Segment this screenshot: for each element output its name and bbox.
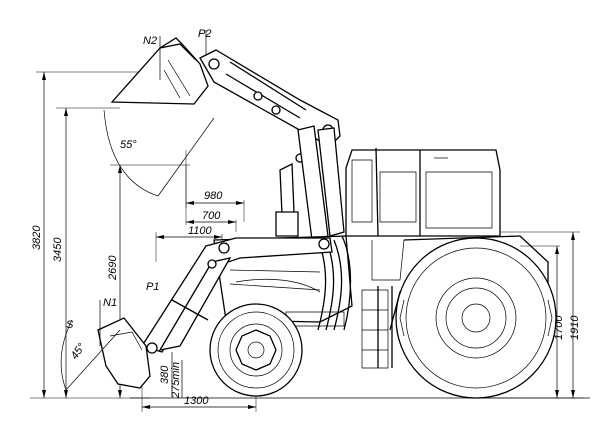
- label-angle-45: 45°: [69, 341, 89, 362]
- label-angle-55: 55°: [120, 139, 137, 151]
- hydraulic-hoses: [235, 235, 352, 331]
- dim-3450: 3450: [52, 237, 64, 262]
- exhaust-pipe: [275, 162, 299, 237]
- step-ladder: [377, 286, 393, 368]
- small-vertical-dimensions: [171, 352, 183, 398]
- dim-980: 980: [204, 190, 223, 202]
- boom-column: [297, 125, 345, 241]
- dim-1910: 1910: [569, 315, 581, 340]
- dim-1300: 1300: [184, 395, 209, 407]
- dim-275min: 275min: [170, 362, 182, 399]
- dim-2690: 2690: [107, 255, 119, 281]
- label-p2: P2: [198, 28, 211, 40]
- label-n2: N2: [143, 35, 157, 47]
- label-p1: P1: [146, 281, 159, 293]
- dim-1100: 1100: [188, 225, 213, 237]
- right-dimension-lines: [480, 231, 584, 399]
- dim-3820: 3820: [31, 225, 43, 250]
- cab: [345, 147, 501, 281]
- left-dimension-lines: [30, 71, 190, 399]
- raised-bucket: [110, 30, 209, 105]
- front-wheel: [209, 303, 303, 397]
- raised-boom: [199, 49, 341, 163]
- lower-angle-arc: [60, 319, 73, 391]
- angle-tick-mark: S: [66, 319, 74, 331]
- upper-angle-arc: [103, 109, 159, 197]
- label-n1: N1: [103, 297, 117, 309]
- dim-700: 700: [202, 210, 221, 222]
- rear-wheel: [395, 237, 557, 399]
- lower-loader-arm: [140, 237, 333, 354]
- lower-bucket-edge-line: [65, 329, 121, 391]
- lowered-bucket: [97, 300, 151, 389]
- dim-380: 380: [159, 365, 171, 384]
